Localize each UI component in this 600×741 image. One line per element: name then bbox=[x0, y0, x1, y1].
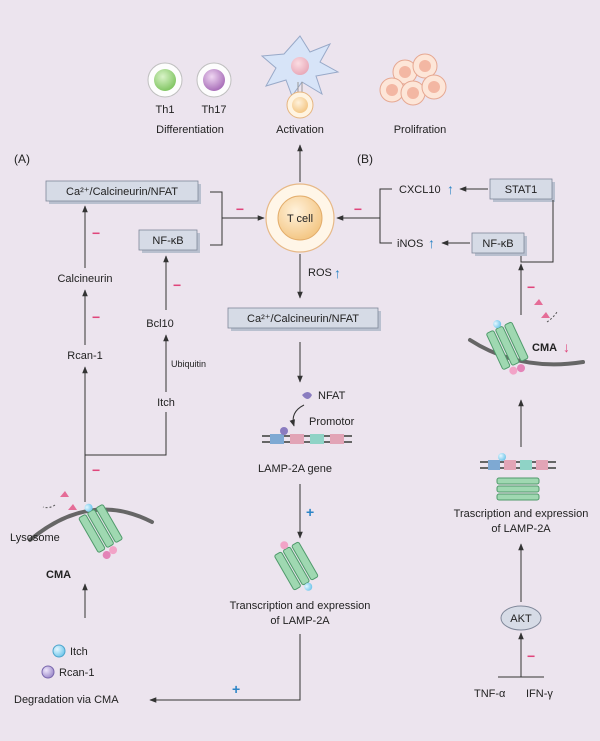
box-a-nfkb bbox=[138, 229, 200, 253]
box-b-nfkb bbox=[471, 232, 527, 256]
bracket-b bbox=[379, 188, 392, 244]
minus-calcineurin: − bbox=[92, 225, 100, 241]
panel-a-label: (A) bbox=[14, 152, 30, 166]
minus-a-tcell: − bbox=[236, 201, 244, 217]
ubiquitin-label: Ubiquitin bbox=[171, 359, 206, 369]
cma-down-arrow: ↓ bbox=[563, 339, 570, 355]
rcan1-ball-label: Rcan-1 bbox=[59, 667, 94, 679]
th1-label: Th1 bbox=[156, 104, 175, 116]
ros-label: ROS bbox=[308, 267, 332, 279]
arrow-nfat-to-promotor bbox=[289, 404, 305, 427]
t-cell-icon bbox=[265, 183, 335, 253]
box-a-nfat-label: Ca²⁺/Calcineurin/NFAT bbox=[66, 186, 178, 198]
box-b-stat1 bbox=[489, 178, 555, 202]
minus-cma-a: − bbox=[92, 462, 100, 478]
minus-cma-b: − bbox=[527, 279, 535, 295]
akt-label: AKT bbox=[510, 613, 532, 625]
minus-bcl10: − bbox=[173, 277, 181, 293]
th1-cell-icon bbox=[147, 62, 183, 98]
th17-cell-icon bbox=[196, 62, 232, 98]
cma-a-label: CMA bbox=[46, 569, 71, 581]
transcription-center-line1: Transcription and expression bbox=[230, 600, 371, 612]
line-stat1-nfkb-join bbox=[520, 200, 554, 263]
t-cell-label: T cell bbox=[287, 213, 313, 225]
proliferating-cells-icon bbox=[379, 53, 447, 106]
itch-ball-label: Itch bbox=[70, 646, 88, 658]
box-a-nfat bbox=[45, 180, 201, 204]
minus-akt: − bbox=[527, 648, 535, 664]
itch-ball-icon bbox=[52, 644, 66, 658]
lysosome-b-icon bbox=[468, 299, 585, 375]
minus-b-tcell: − bbox=[354, 201, 362, 217]
akt-node bbox=[500, 605, 542, 631]
rcan1-label: Rcan-1 bbox=[67, 350, 102, 362]
box-b-nfkb-label: NF-κB bbox=[482, 238, 513, 250]
minus-rcan: − bbox=[92, 309, 100, 325]
box-center-nfat-label: Ca²⁺/Calcineurin/NFAT bbox=[247, 313, 359, 325]
box-center-nfat bbox=[227, 307, 381, 331]
transcription-b-line2: of LAMP-2A bbox=[491, 523, 551, 535]
dendritic-cell-icon bbox=[260, 35, 340, 119]
rcan1-ball-icon bbox=[41, 665, 55, 679]
plus-center: + bbox=[306, 504, 314, 520]
plus-degradation: + bbox=[232, 681, 240, 697]
panel-b-label: (B) bbox=[357, 152, 373, 166]
tnf-label: TNF-α bbox=[474, 688, 506, 700]
cxcl10-label: CXCL10 bbox=[399, 184, 441, 196]
box-a-nfkb-label: NF-κB bbox=[152, 235, 183, 247]
arrow-center-to-degradation bbox=[149, 634, 301, 703]
nfat-molecule-icon bbox=[302, 392, 312, 399]
bracket-a bbox=[210, 191, 223, 246]
ifn-label: IFN-γ bbox=[526, 688, 553, 700]
lysosome-membrane-icon bbox=[28, 491, 154, 560]
calcineurin-label: Calcineurin bbox=[57, 273, 112, 285]
cma-b-label: CMA bbox=[532, 342, 557, 354]
degradation-label: Degradation via CMA bbox=[14, 694, 119, 706]
transcription-b-line1: Trascription and expression bbox=[454, 508, 589, 520]
line-cma-to-itch bbox=[85, 412, 167, 456]
inos-label: iNOS bbox=[397, 238, 423, 250]
th17-label: Th17 bbox=[201, 104, 226, 116]
activation-label: Activation bbox=[276, 124, 324, 136]
box-b-stat1-label: STAT1 bbox=[505, 184, 538, 196]
lamp2a-protein-icon bbox=[274, 541, 319, 591]
differentiation-label: Differentiation bbox=[156, 124, 224, 136]
proliferation-label: Prolifration bbox=[394, 124, 447, 136]
dna-b-icon bbox=[480, 453, 556, 501]
cxcl10-up-arrow: ↑ bbox=[447, 181, 454, 197]
dna-gene-icon bbox=[262, 427, 352, 444]
inos-up-arrow: ↑ bbox=[428, 235, 435, 251]
lamp2a-gene-label: LAMP-2A gene bbox=[258, 463, 332, 475]
promotor-label: Promotor bbox=[309, 416, 355, 428]
itch-label: Itch bbox=[157, 397, 175, 409]
lysosome-label: Lysosome bbox=[10, 532, 60, 544]
bcl10-label: Bcl10 bbox=[146, 318, 174, 330]
transcription-center-line2: of LAMP-2A bbox=[270, 615, 330, 627]
nfat-label: NFAT bbox=[318, 390, 346, 402]
ros-up-arrow: ↑ bbox=[334, 265, 341, 281]
